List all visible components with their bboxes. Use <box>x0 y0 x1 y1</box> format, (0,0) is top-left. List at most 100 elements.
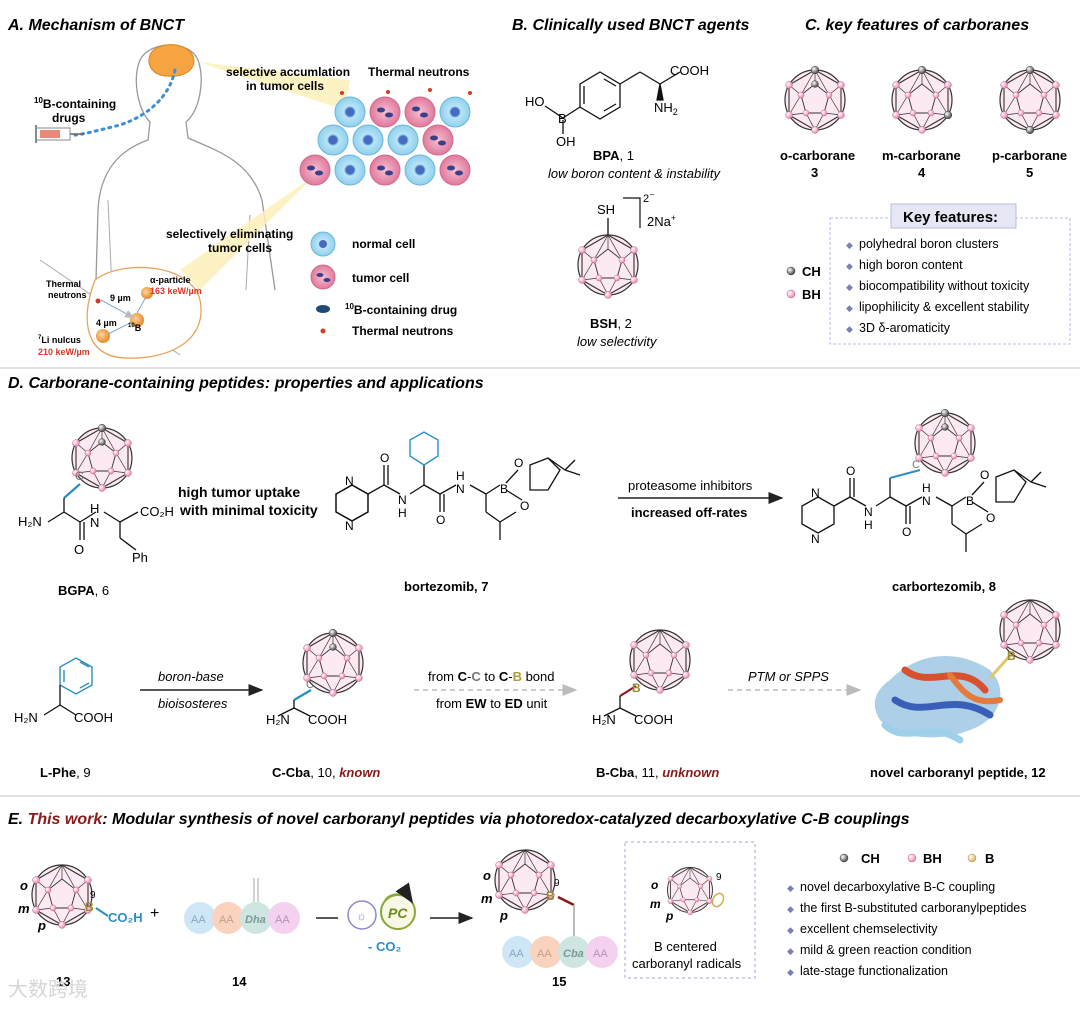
lphe-cooh: COOH <box>74 710 113 725</box>
bsh-charge: 2⁻ <box>643 191 655 205</box>
bsh-na: 2Na+ <box>647 213 676 229</box>
cc-to-cb-label: from C-C to C-B bond <box>428 669 555 684</box>
e-feature-item: the first B-substituted carboranylpeptid… <box>800 901 1027 915</box>
radical-label-2: carboranyl radicals <box>632 956 742 971</box>
bcba-name: B-Cba, 11, unknown <box>596 765 719 780</box>
thermal-label: Thermal neutrons <box>368 65 470 79</box>
svg-text:◆: ◆ <box>846 303 853 313</box>
cpd13-m: m <box>18 901 30 916</box>
carbortezomib-cage <box>915 409 975 476</box>
brain-icon <box>148 44 195 77</box>
photocatalyst-icon: ☼ <box>347 882 416 930</box>
key-feature-item: polyhedral boron clusters <box>859 237 999 251</box>
eliminate-label-2: tumor cells <box>208 241 272 255</box>
bioisosteres-label: bioisosteres <box>158 696 228 711</box>
svg-text:◆: ◆ <box>846 324 853 334</box>
m-carborane-label: m-carborane <box>882 148 961 163</box>
drug-label: 10B-containing <box>34 96 116 111</box>
inset-alpha: α-particle <box>150 275 191 285</box>
radical-o: o <box>651 878 658 892</box>
bort-n3: N <box>398 493 407 507</box>
panel-d-title: D. Carborane-containing peptides: proper… <box>8 375 484 392</box>
lphe-ring <box>59 657 93 695</box>
key-feature-item: biocompatibility without toxicity <box>859 279 1030 293</box>
bsh-sh: SH <box>597 202 615 217</box>
c-legend-ch: CH <box>802 264 821 279</box>
bgpa-h: H <box>90 501 99 516</box>
cell-grid <box>299 88 472 186</box>
carb-n2: N <box>811 532 820 546</box>
inset-10b: 10B <box>128 323 142 333</box>
pc-label: PC <box>388 905 408 921</box>
bsh-cage <box>577 234 639 299</box>
o-carborane-cage <box>785 66 845 133</box>
bort-o2: O <box>436 513 445 527</box>
carb-b: B <box>966 494 974 508</box>
protein-ribbon <box>874 649 1017 744</box>
panel-e: E. This work: Modular synthesis of novel… <box>8 811 1027 989</box>
key-feature-item: high boron content <box>859 258 963 272</box>
key-features-title: Key features: <box>903 209 998 226</box>
bgpa-o: O <box>74 542 84 557</box>
bgpa-name: BGPA, 6 <box>58 583 109 598</box>
cpd13-p: p <box>37 918 46 933</box>
panel-a: A. Mechanism of BNCT 10B-containing drug… <box>7 17 472 359</box>
key-feature-item: lipophilicity & excellent stability <box>859 300 1030 314</box>
ccba-name: C-Cba, 10, known <box>272 765 380 780</box>
boron-base-label: boron-base <box>158 669 224 684</box>
panel-e-title: E. This work: Modular synthesis of novel… <box>8 811 910 828</box>
bgpa-ph: Ph <box>132 550 148 565</box>
p-carborane-cage <box>1000 66 1060 134</box>
ptm-label: PTM or SPPS <box>748 669 829 684</box>
cpd13-co2h: CO₂H <box>108 910 143 925</box>
svg-text:◆: ◆ <box>787 946 794 956</box>
panel-c-title: C. key features of carboranes <box>805 17 1029 34</box>
bpa-oh: OH <box>556 134 576 149</box>
carb-h1: H <box>864 518 873 532</box>
bgpa-skeleton <box>47 483 139 551</box>
panel-a-title: A. Mechanism of BNCT <box>7 17 185 34</box>
bcba-b: B <box>632 681 641 695</box>
cpd15-p: p <box>499 908 508 923</box>
svg-text:◆: ◆ <box>846 282 853 292</box>
bsh-note: low selectivity <box>577 334 658 349</box>
bort-n4: N <box>456 482 465 496</box>
e-feature-item: novel decarboxylative B-C coupling <box>800 880 995 894</box>
cpd13-b: B <box>85 900 94 914</box>
bort-h1: H <box>398 506 407 520</box>
accum-label: selective accumlation <box>226 65 350 79</box>
legend-tumor: tumor cell <box>352 271 409 285</box>
svg-text:☼: ☼ <box>356 909 367 923</box>
svg-text:◆: ◆ <box>846 240 853 250</box>
panel-d: D. Carborane-containing peptides: proper… <box>8 375 1061 780</box>
e-feature-item: mild & green reaction condition <box>800 943 972 957</box>
svg-text:◆: ◆ <box>846 261 853 271</box>
key-feature-item: 3D δ-aromaticity <box>859 321 951 335</box>
carb-n4: N <box>922 494 931 508</box>
e-feature-item: late-stage functionalization <box>800 964 948 978</box>
bort-o4: O <box>520 499 529 513</box>
carb-n1: N <box>811 486 820 500</box>
peptide-name: novel carboranyl peptide, 12 <box>870 765 1046 780</box>
carb-o1: O <box>846 464 855 478</box>
inset-alpha-energy: 163 keW/µm <box>150 286 202 296</box>
cpd13-o: o <box>20 878 28 893</box>
inset-4um: 4 µm <box>96 318 117 328</box>
inset-li: 7Li nulcus <box>38 335 81 345</box>
e-legend-ch: CH <box>861 851 880 866</box>
bpa-cooh: COOH <box>670 63 709 78</box>
cpd14-aa3: AA <box>275 914 290 926</box>
bpa-note: low boron content & instability <box>548 166 721 181</box>
bpa-ho: HO <box>525 94 545 109</box>
radical-p: p <box>665 909 673 923</box>
panel-c: C. key features of carboranes o-carboran… <box>780 17 1071 345</box>
carb-o2: O <box>902 525 911 539</box>
eliminate-label: selectively eliminating <box>166 227 293 241</box>
inset-li-energy: 210 keW/µm <box>38 347 90 357</box>
cpd15-cage <box>494 849 556 915</box>
panel-a-legend: normal cell tumor cell 10B-containing dr… <box>310 231 457 338</box>
carb-o3: O <box>980 468 989 482</box>
ccba-nh2: H₂N <box>266 712 290 727</box>
bort-n2: N <box>345 519 354 533</box>
carb-n3: N <box>864 505 873 519</box>
